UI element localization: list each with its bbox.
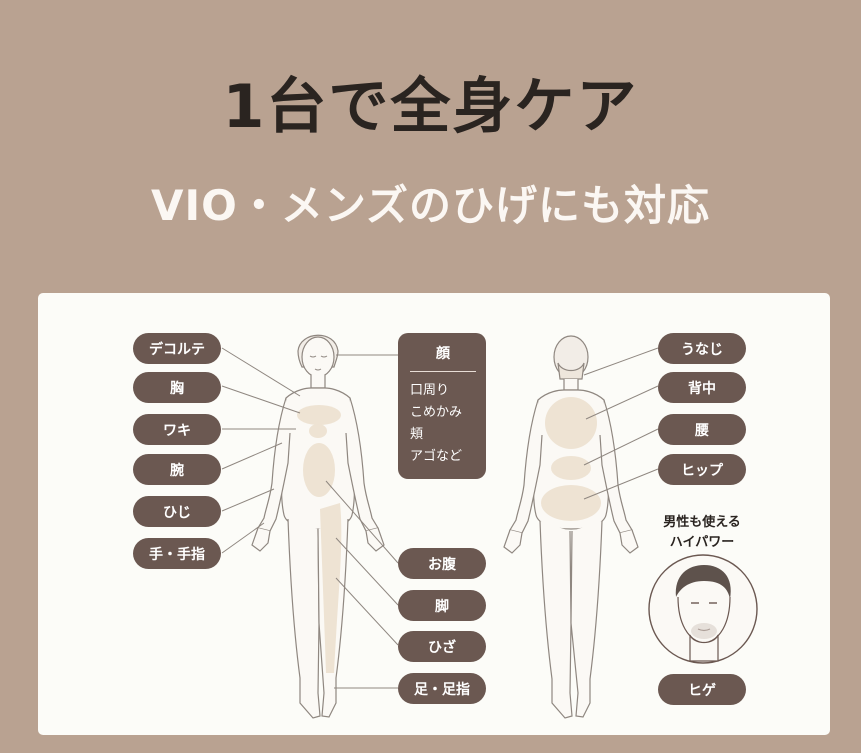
label-back: 背中	[658, 372, 746, 403]
face-item-temple: こめかみ	[410, 405, 463, 420]
face-item-cheek: 頬	[410, 427, 424, 442]
label-hands-fingers: 手・手指	[133, 538, 221, 569]
label-nape: うなじ	[658, 333, 746, 364]
men-face-illustration	[648, 554, 758, 664]
label-beard: ヒゲ	[658, 674, 746, 705]
label-legs: 脚	[398, 590, 486, 621]
men-caption-line1: 男性も使える	[663, 515, 741, 530]
page-subtitle: VIO・メンズのひげにも対応	[151, 181, 710, 230]
label-chest: 胸	[133, 372, 221, 403]
label-arm: 腕	[133, 454, 221, 485]
label-underarm: ワキ	[133, 414, 221, 445]
body-map-card: デコルテ 胸 ワキ 腕 ひじ 手・手指 顔 口周り こめかみ 頬 アゴなど お腹…	[38, 293, 830, 735]
body-illustration	[221, 334, 758, 719]
leader-lines	[221, 347, 659, 689]
label-waist: 腰	[658, 414, 746, 445]
front-figure	[251, 334, 385, 719]
face-area-box: 顔 口周り こめかみ 頬 アゴなど	[398, 333, 486, 479]
back-figure	[503, 335, 639, 719]
men-caption-line2: ハイパワー	[669, 535, 735, 550]
label-hip: ヒップ	[658, 454, 746, 485]
men-caption: 男性も使える ハイパワー	[648, 513, 756, 553]
front-highlights	[297, 405, 342, 673]
face-box-title: 顔	[410, 343, 476, 372]
label-feet-toes: 足・足指	[398, 673, 486, 704]
back-highlights	[541, 397, 601, 521]
face-item-chin: アゴなど	[410, 449, 463, 464]
face-item-mouth: 口周り	[410, 383, 450, 398]
label-decollete: デコルテ	[133, 333, 221, 364]
label-belly: お腹	[398, 548, 486, 579]
page-title: 1台で全身ケア	[222, 72, 639, 142]
label-knee: ひざ	[398, 631, 486, 662]
label-elbow: ひじ	[133, 496, 221, 527]
front-face	[309, 355, 328, 371]
